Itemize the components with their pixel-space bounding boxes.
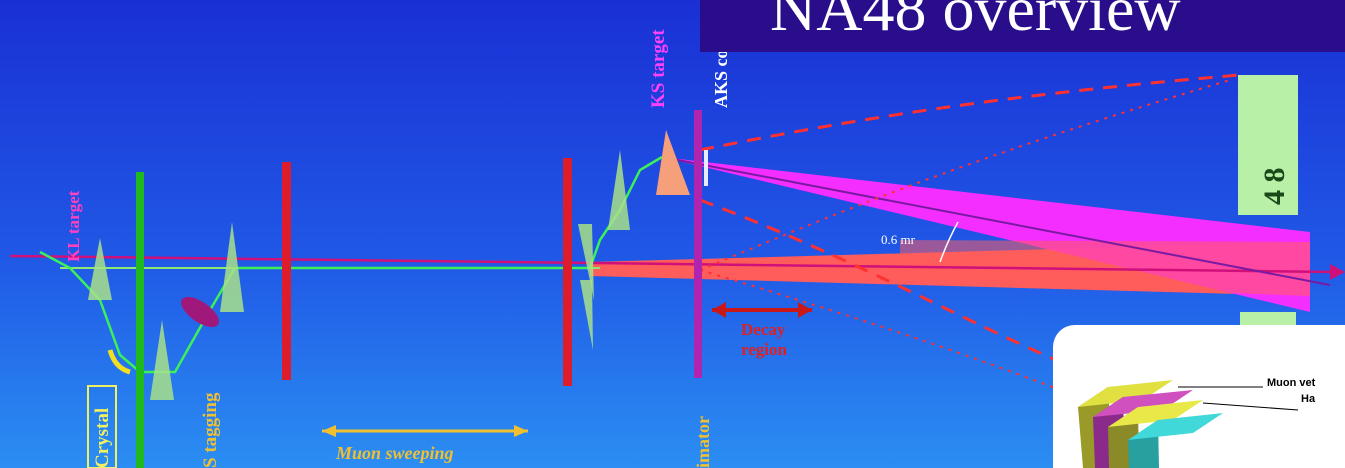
- crystal-label-box: [87, 385, 117, 468]
- beam-arrow-head: [1330, 264, 1345, 280]
- crystal-label: Crystal: [92, 407, 113, 468]
- s-tagging-label: S tagging: [200, 392, 221, 468]
- decay-region-label-1: Decay: [741, 320, 786, 339]
- ks-target-label: KS target: [648, 29, 669, 108]
- muon-sweeping-label: Muon sweeping: [336, 443, 454, 463]
- ks-axis: [661, 156, 1331, 286]
- muon-veto-top-2: [1108, 400, 1203, 427]
- title-bar: NA48 overview: [700, 0, 1345, 52]
- collimator-bar: [694, 110, 702, 378]
- magnet-1: [282, 162, 291, 380]
- quad-6: [608, 150, 630, 230]
- detector-inset: Muon vet Ha: [1053, 325, 1345, 468]
- detector-inset-drawing: [1078, 380, 1299, 468]
- angle-label: 0.6 mr: [881, 232, 915, 247]
- muon-veto-top-1: [1078, 380, 1173, 407]
- detector-label-box: [1238, 75, 1298, 215]
- quad-1: [88, 238, 112, 300]
- collimator-label: imator: [693, 416, 713, 468]
- page-title: NA48 overview: [770, 0, 1181, 44]
- decay-cone-lower: [699, 198, 1081, 372]
- muon-arrow-left: [322, 425, 336, 437]
- ks-target: [656, 130, 690, 195]
- decay-cone-dotted-2: [699, 269, 1061, 391]
- quad-5: [580, 280, 593, 350]
- quad-3: [220, 222, 244, 312]
- detector-label-text: 4 8: [1258, 167, 1291, 206]
- quad-2: [150, 320, 174, 400]
- aks-counter-label: AKS co: [711, 49, 731, 109]
- hadron-top: [1093, 390, 1193, 417]
- decay-region-label-2: region: [741, 340, 787, 359]
- tagging-station: [181, 296, 219, 328]
- muon-arrow-right: [514, 425, 528, 437]
- decay-cone-dotted-1: [699, 79, 1231, 271]
- angle-arc: [939, 221, 959, 263]
- decay-arrow-right: [798, 302, 812, 318]
- hadron-calorimeter-label: Ha: [1301, 393, 1316, 405]
- calorimeter-top: [1128, 413, 1223, 440]
- aks-counter: [704, 150, 708, 186]
- magnet-2: [563, 158, 572, 386]
- muon-veto-label: Muon vet: [1267, 377, 1316, 389]
- kl-target-label: KL target: [64, 190, 83, 262]
- crystal-station-bar: [136, 172, 144, 468]
- bent-crystal: [107, 349, 131, 375]
- decay-arrow-left: [712, 302, 726, 318]
- hadron-pointer: [1202, 402, 1299, 411]
